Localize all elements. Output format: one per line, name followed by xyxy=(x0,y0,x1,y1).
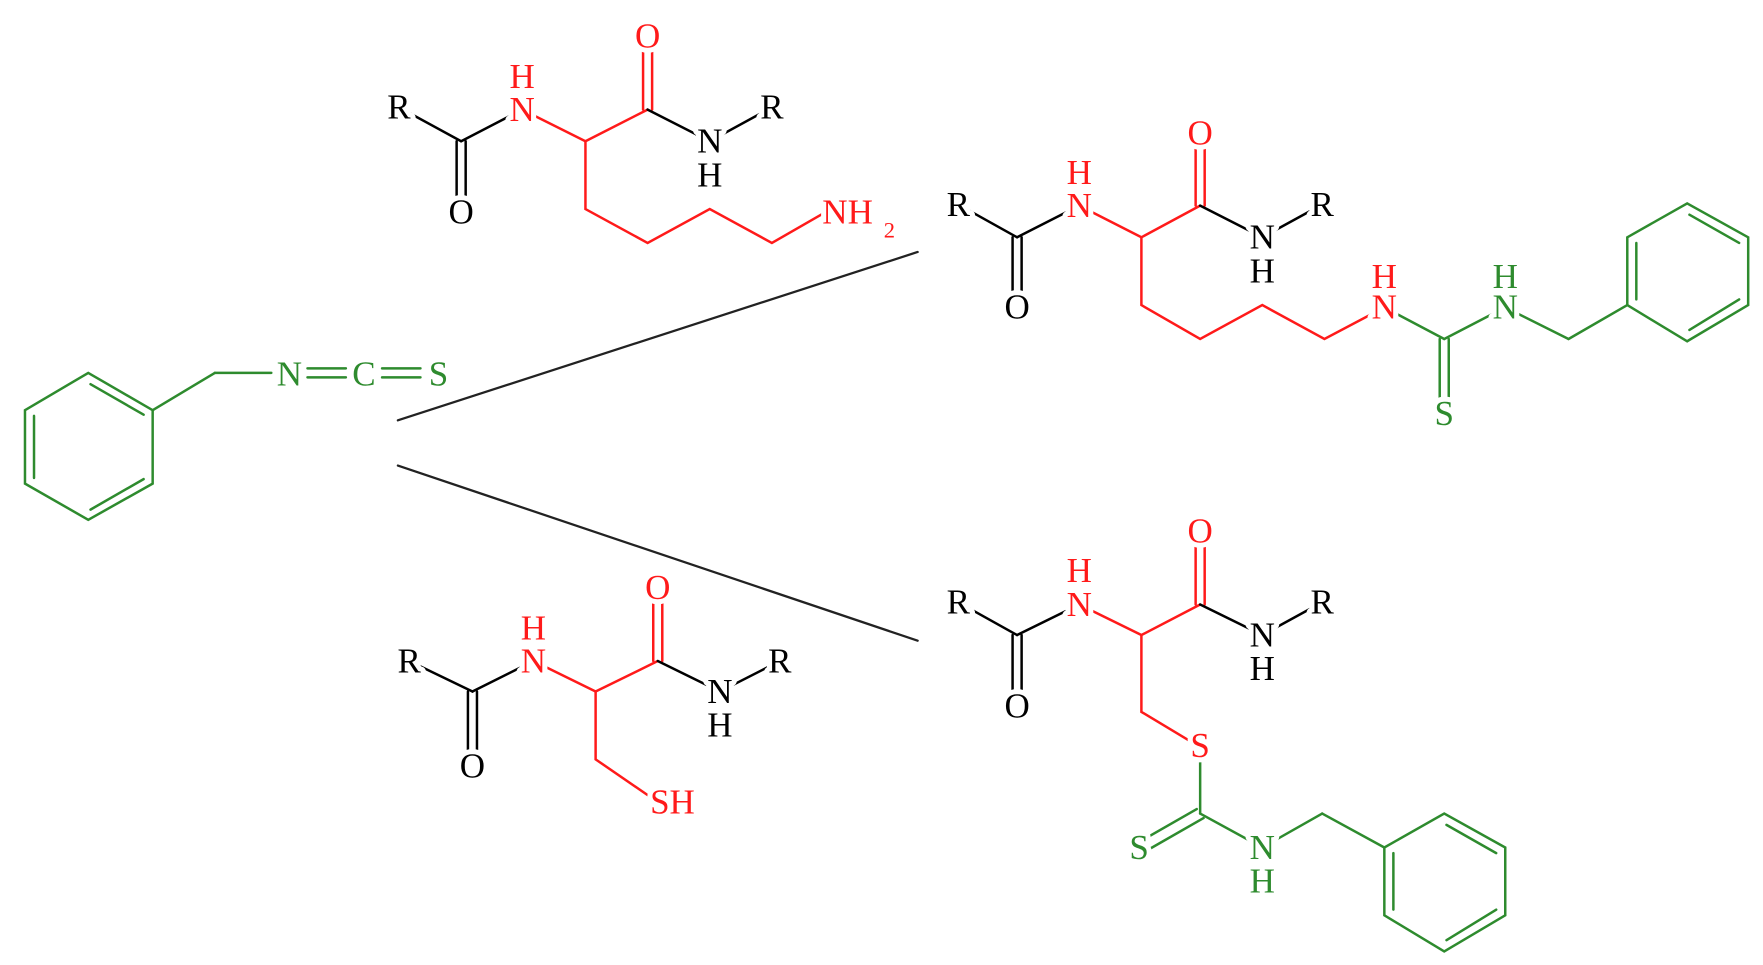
benzylamine-n: N xyxy=(1493,288,1518,327)
side-chain-amine: NH xyxy=(822,193,873,232)
benzyl-isothiocyanate: N C S xyxy=(23,349,453,522)
reaction-arrows xyxy=(396,250,919,642)
lysine-h: H xyxy=(1372,257,1397,296)
r-group-right: R xyxy=(768,641,792,680)
r-group-right: R xyxy=(1311,583,1335,622)
alpha-amine-n: N xyxy=(1067,186,1092,225)
carbonyl-oxygen: O xyxy=(460,746,485,785)
alpha-amine-n: N xyxy=(1067,585,1092,624)
amide-oxygen: O xyxy=(1188,511,1213,550)
r-group-left: R xyxy=(397,641,421,680)
r-group-right: R xyxy=(1311,185,1335,224)
atom-s: S xyxy=(429,354,448,393)
thiourea-product: R O N H O N H R N H S N H xyxy=(942,109,1750,438)
amide-h: H xyxy=(1250,649,1275,688)
thiocarbonyl-s: S xyxy=(1434,394,1453,433)
amide-h: H xyxy=(707,706,732,745)
r-group-left: R xyxy=(387,88,411,127)
benzene-ring xyxy=(1626,201,1750,343)
lysine-residue: R O N H O N H R NH 2 xyxy=(382,11,897,244)
alpha-amine-h: H xyxy=(510,57,535,96)
cysteine-sulfur: S xyxy=(1190,726,1209,765)
benzylamine-n: N xyxy=(1250,828,1275,867)
benzylamine-h: H xyxy=(1493,257,1518,296)
cysteine-residue: R O N H O N H R SH xyxy=(392,563,797,827)
benzylamine-h: H xyxy=(1250,862,1275,901)
dithiocarbamate-product: R O N H O N H R S S N H xyxy=(942,506,1507,953)
amide-n: N xyxy=(707,672,732,711)
benzene-ring xyxy=(23,371,154,522)
side-chain-amine-subscript: 2 xyxy=(884,217,895,242)
arrow-to-dithiocarbamate xyxy=(396,464,919,642)
carbonyl-oxygen: O xyxy=(449,193,474,232)
alpha-amine-n: N xyxy=(510,90,535,129)
r-group-left: R xyxy=(947,583,971,622)
lysine-n: N xyxy=(1372,288,1397,327)
alpha-amine-h: H xyxy=(1067,551,1092,590)
atom-c: C xyxy=(352,354,375,393)
carbonyl-oxygen: O xyxy=(1004,687,1029,726)
carbonyl-oxygen: O xyxy=(1004,288,1029,327)
amide-n: N xyxy=(697,122,722,161)
thiol-group: SH xyxy=(650,783,695,822)
alpha-amine-h: H xyxy=(1067,153,1092,192)
amide-h: H xyxy=(1250,251,1275,290)
amide-n: N xyxy=(1250,218,1275,257)
alpha-amine-n: N xyxy=(521,641,546,680)
arrow-to-thiourea xyxy=(396,250,919,422)
amide-oxygen: O xyxy=(635,16,660,55)
atom-n: N xyxy=(277,354,302,393)
amide-oxygen: O xyxy=(1188,114,1213,153)
amide-oxygen: O xyxy=(645,568,670,607)
amide-h: H xyxy=(697,155,722,194)
benzene-ring xyxy=(1383,812,1507,953)
r-group-right: R xyxy=(760,88,784,127)
thiocarbonyl-s: S xyxy=(1129,828,1148,867)
amide-n: N xyxy=(1250,615,1275,654)
alpha-amine-h: H xyxy=(521,609,546,648)
r-group-left: R xyxy=(947,185,971,224)
